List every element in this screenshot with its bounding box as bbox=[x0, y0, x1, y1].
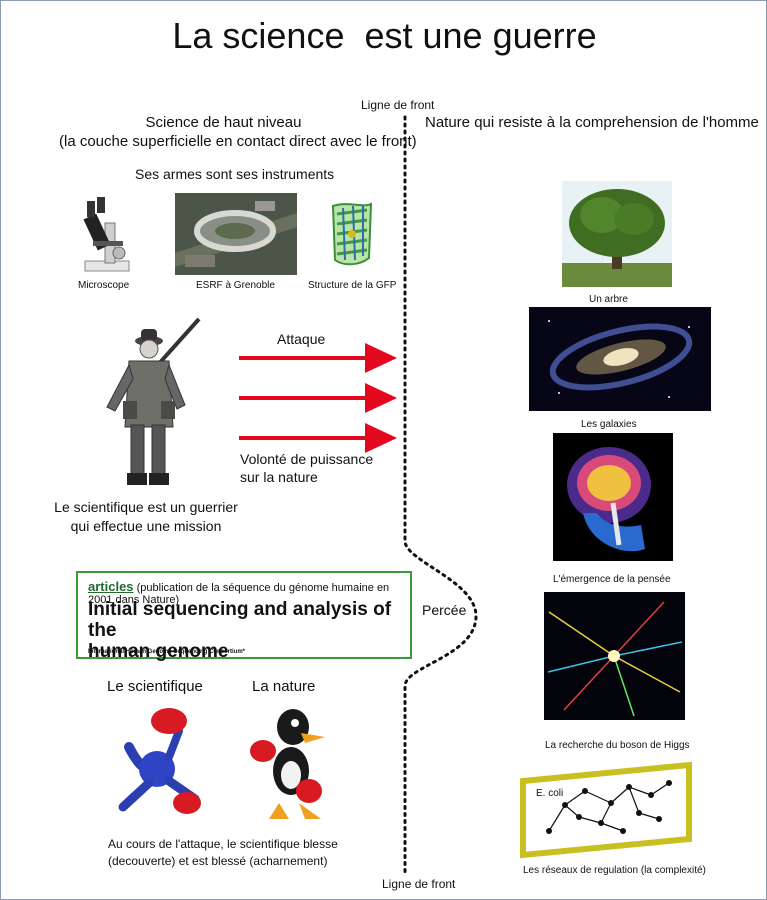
paper-kind-line: articles (publication de la séquence du … bbox=[88, 579, 410, 606]
boxing-caption-line1: Au cours de l'attaque, le scientifique b… bbox=[108, 837, 338, 851]
paper-kind: articles bbox=[88, 579, 134, 594]
network-label: E. coli bbox=[536, 788, 564, 799]
nature-label-thought: L'émergence de la pensée bbox=[553, 574, 671, 585]
esrf-image bbox=[175, 193, 297, 275]
front-line bbox=[403, 115, 478, 878]
boxing-caption-line2: (decouverte) et est blessé (acharnement) bbox=[108, 854, 328, 868]
soldier-image bbox=[89, 317, 201, 495]
instrument-label-microscope: Microscope bbox=[78, 280, 130, 291]
higgs-collision-image bbox=[544, 592, 685, 720]
scientist-boxer-image bbox=[109, 707, 209, 825]
galaxy-image bbox=[529, 307, 711, 411]
microscope-image bbox=[75, 193, 135, 275]
genome-paper-box: articles (publication de la séquence du … bbox=[76, 571, 412, 662]
scientist-caption-line1: Le scientifique est un guerrier bbox=[54, 499, 238, 515]
boxing-scientist-label: Le scientifique bbox=[107, 678, 203, 695]
nature-boxer-image bbox=[249, 707, 329, 825]
gfp-structure-image bbox=[323, 196, 381, 274]
breakthrough-label: Percée bbox=[422, 602, 467, 618]
will-line1: Volonté de puissance bbox=[240, 451, 374, 467]
instrument-label-gfp: Structure de la GFP bbox=[308, 280, 397, 291]
paper-consortium: International Human Genome Sequencing Co… bbox=[88, 649, 246, 655]
nature-label-galaxies: Les galaxies bbox=[581, 419, 637, 430]
right-heading: Nature qui resiste à la comprehension de… bbox=[425, 114, 759, 131]
will-line2: sur la nature bbox=[240, 469, 318, 485]
tree-image bbox=[562, 181, 672, 287]
front-line-label-top: Ligne de front bbox=[361, 98, 435, 112]
attack-arrows bbox=[239, 343, 397, 453]
page-title: La science est une guerre bbox=[172, 15, 597, 56]
weapons-heading: Ses armes sont ses instruments bbox=[135, 166, 335, 182]
boxing-nature-label: La nature bbox=[252, 678, 316, 695]
paper-headline-line2: human genome bbox=[88, 641, 229, 662]
brain-scan-image bbox=[553, 433, 673, 561]
front-line-label-bottom: Ligne de front bbox=[382, 877, 456, 891]
nature-label-tree: Un arbre bbox=[589, 294, 628, 305]
regulation-network-image bbox=[519, 761, 695, 861]
instrument-label-esrf: ESRF à Grenoble bbox=[196, 280, 275, 291]
scientist-caption-line2: qui effectue une mission bbox=[70, 518, 222, 534]
paper-note: (publication de la séquence du génome hu… bbox=[88, 582, 390, 606]
paper-headline: Initial sequencing and analysis of the h… bbox=[88, 599, 410, 662]
paper-headline-line1: Initial sequencing and analysis of the bbox=[88, 599, 392, 641]
left-heading-line2: (la couche superficielle en contact dire… bbox=[59, 133, 417, 150]
nature-label-higgs: La recherche du boson de Higgs bbox=[545, 740, 690, 751]
nature-label-networks: Les réseaux de regulation (la complexité… bbox=[523, 865, 706, 876]
left-heading-line1: Science de haut niveau bbox=[145, 114, 302, 131]
attack-label: Attaque bbox=[277, 331, 326, 347]
